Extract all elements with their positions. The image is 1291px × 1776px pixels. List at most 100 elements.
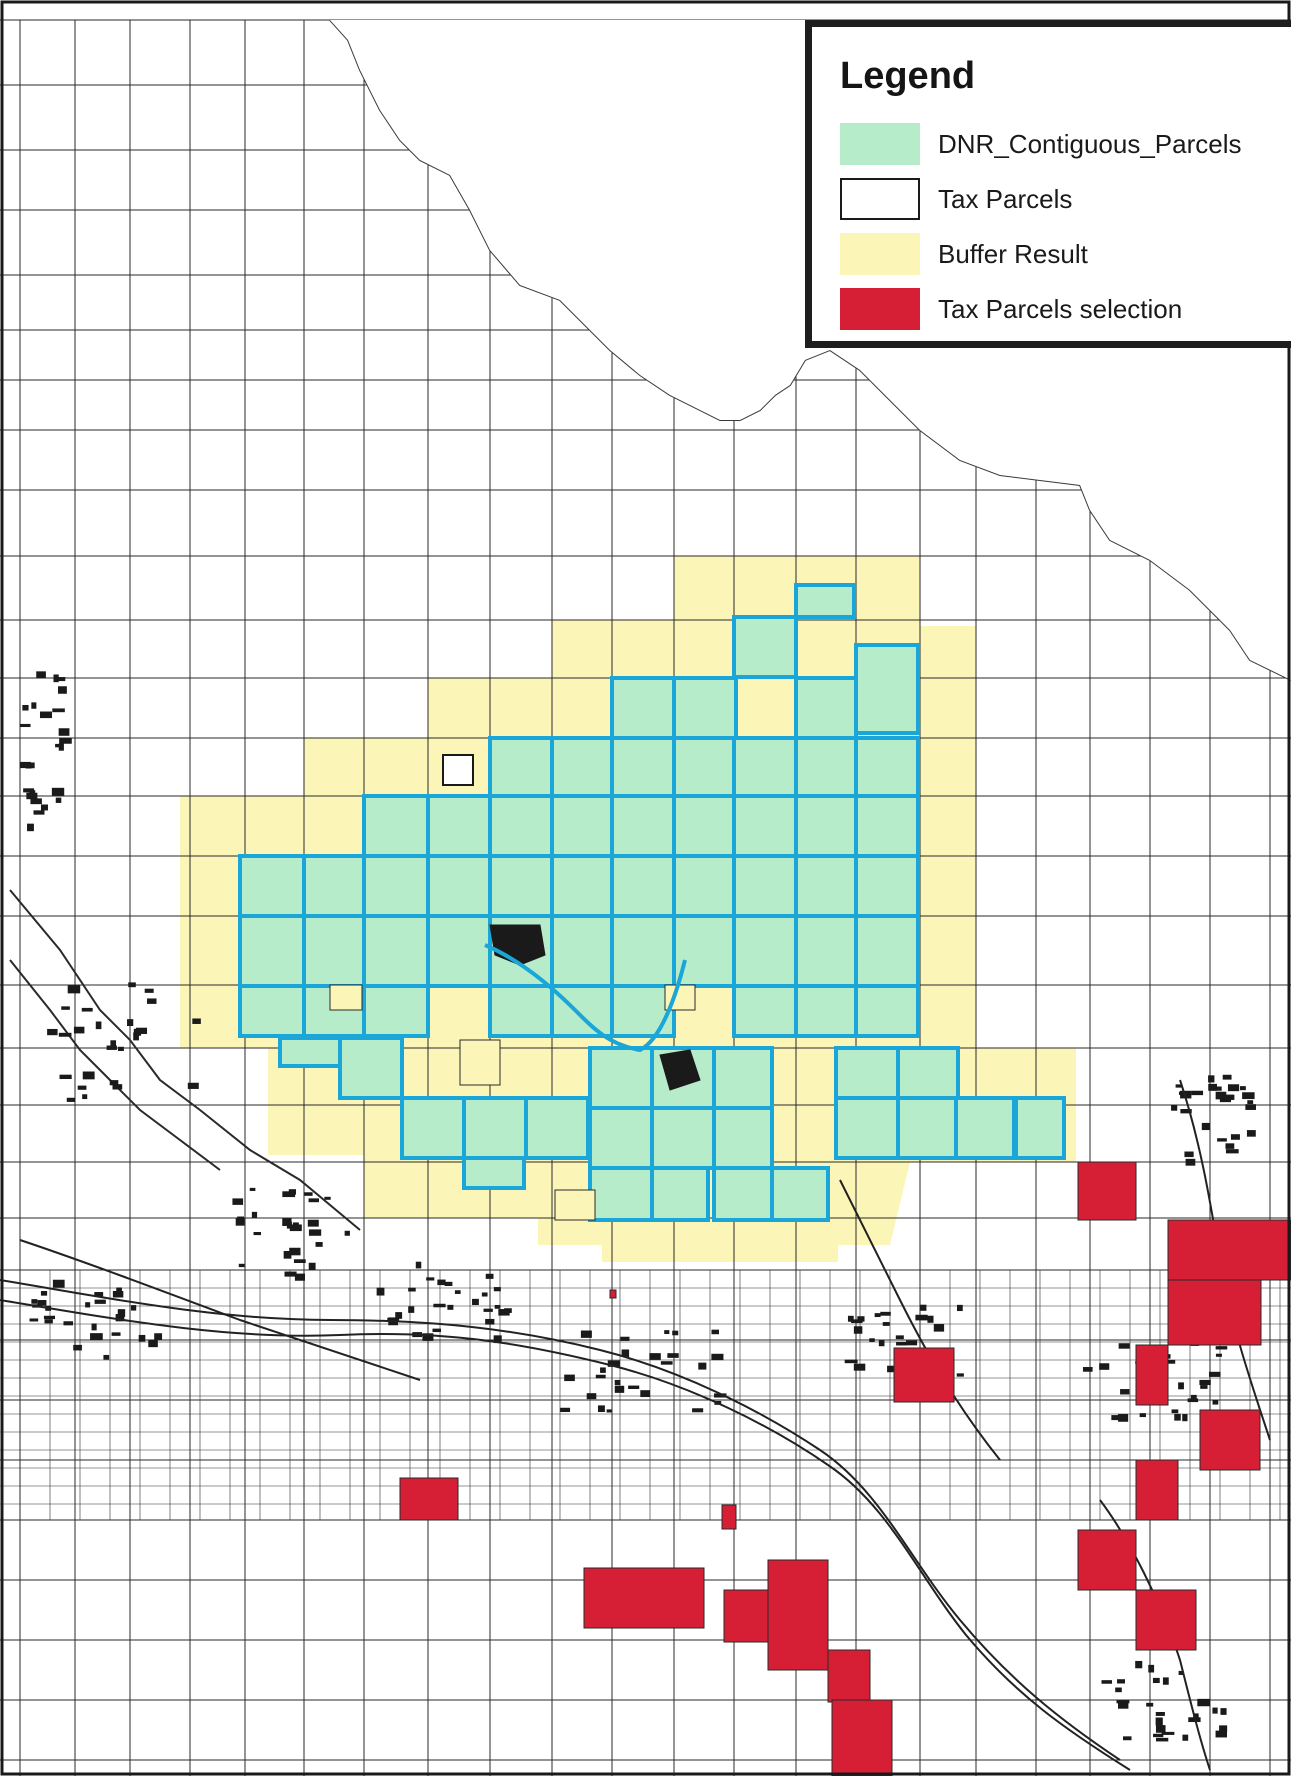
contiguous-parcel: [238, 914, 306, 988]
contiguous-parcel: [488, 736, 554, 798]
contiguous-parcel: [362, 914, 430, 988]
dense-parcel: [135, 1027, 148, 1034]
dense-parcel: [586, 1393, 597, 1400]
dense-parcel: [1182, 1734, 1189, 1741]
dense-parcel: [308, 1262, 316, 1270]
contiguous-parcel: [732, 615, 798, 679]
contiguous-parcel: [302, 854, 366, 918]
dense-parcel: [1191, 1090, 1204, 1096]
dense-parcel: [1215, 1730, 1228, 1738]
dense-parcel: [895, 1335, 904, 1340]
contiguous-parcel: [238, 854, 306, 918]
dense-parcel: [26, 792, 38, 800]
dense-parcel: [315, 1242, 323, 1247]
dense-parcel: [43, 1315, 56, 1320]
western-boundary-line: [9, 889, 361, 1231]
selected-parcel: [893, 1347, 955, 1403]
dense-parcel: [711, 1329, 720, 1335]
dense-parcel: [37, 1300, 47, 1306]
dense-parcel: [304, 1192, 313, 1196]
contiguous-parcel: [732, 736, 798, 800]
dense-parcel: [1155, 1725, 1166, 1733]
contiguous-parcel: [488, 984, 554, 1038]
dense-parcel: [415, 1261, 422, 1269]
dense-parcel: [874, 1313, 881, 1318]
dense-parcel: [33, 810, 45, 815]
contiguous-parcel: [400, 1096, 466, 1160]
selected-parcel: [583, 1567, 705, 1629]
selected-parcel: [609, 1289, 617, 1299]
contiguous-parcel: [610, 794, 676, 858]
dense-parcel: [1242, 1092, 1255, 1100]
dense-parcel: [1201, 1122, 1210, 1131]
filled-square-icon: [840, 288, 920, 330]
contiguous-parcel: [672, 794, 736, 858]
contiguous-parcel: [610, 854, 676, 918]
dense-parcel: [408, 1287, 416, 1292]
dense-parcel: [232, 1198, 244, 1205]
dense-parcel: [1139, 1413, 1146, 1418]
contiguous-parcel: [426, 794, 492, 858]
selected-parcel: [1077, 1529, 1137, 1591]
dense-parcel: [956, 1304, 963, 1312]
dense-parcel: [117, 1046, 124, 1052]
dense-parcel: [869, 1338, 875, 1342]
dense-parcel: [1212, 1399, 1219, 1405]
dense-parcel: [52, 1279, 65, 1288]
dense-parcel: [289, 1247, 301, 1256]
dense-parcel: [147, 998, 157, 1004]
contiguous-parcel: [610, 736, 676, 798]
contiguous-parcel: [610, 984, 676, 1038]
dense-parcel: [40, 804, 48, 811]
contiguous-parcel: [588, 1046, 654, 1110]
selected-parcel: [1077, 1161, 1137, 1221]
dense-parcel: [58, 728, 70, 736]
contiguous-parcel: [650, 1166, 710, 1222]
contiguous-parcel: [524, 1096, 590, 1160]
contiguous-parcel: [794, 583, 856, 619]
dense-parcel: [344, 1230, 350, 1236]
dense-parcel: [851, 1319, 863, 1324]
dense-parcel: [1161, 1731, 1175, 1735]
contiguous-parcel: [462, 1096, 528, 1160]
dense-parcel: [493, 1287, 501, 1292]
dense-parcel: [614, 1385, 625, 1393]
dense-parcel: [1246, 1130, 1256, 1137]
dense-parcel: [25, 765, 32, 769]
contiguous-parcel: [794, 914, 858, 988]
dense-parcel: [1178, 1382, 1184, 1390]
dense-parcel: [437, 1279, 446, 1286]
dense-parcel: [59, 1074, 72, 1080]
contiguous-parcel: [362, 984, 430, 1038]
dense-parcel: [61, 1006, 70, 1010]
dense-parcel: [649, 1353, 661, 1360]
contiguous-parcel: [426, 854, 492, 918]
dense-parcel: [1185, 1158, 1196, 1166]
dense-parcel: [1118, 1702, 1129, 1709]
dense-parcel: [133, 1032, 139, 1041]
contiguous-parcel: [672, 736, 736, 798]
dense-parcel: [308, 1198, 319, 1203]
contiguous-parcel: [1014, 1096, 1066, 1160]
dense-parcel: [116, 1287, 122, 1292]
dense-parcel: [53, 674, 59, 683]
dense-parcel: [1162, 1677, 1169, 1685]
dense-parcel: [956, 1373, 964, 1377]
dense-parcel: [115, 1314, 125, 1322]
dense-parcel: [485, 1273, 494, 1279]
dense-parcel: [847, 1315, 854, 1322]
dense-parcel: [1171, 1409, 1179, 1414]
contiguous-parcel: [610, 676, 676, 740]
dense-parcel: [1212, 1707, 1218, 1714]
dense-parcel: [36, 671, 46, 679]
dense-parcel: [1148, 1664, 1155, 1673]
dense-parcel: [1184, 1151, 1194, 1158]
selected-parcel: [1199, 1409, 1261, 1471]
contiguous-parcel: [834, 1046, 900, 1100]
dense-parcel: [52, 708, 65, 713]
dense-parcel: [1115, 1687, 1122, 1693]
dense-parcel: [251, 1211, 258, 1218]
contiguous-parcel: [550, 984, 614, 1038]
